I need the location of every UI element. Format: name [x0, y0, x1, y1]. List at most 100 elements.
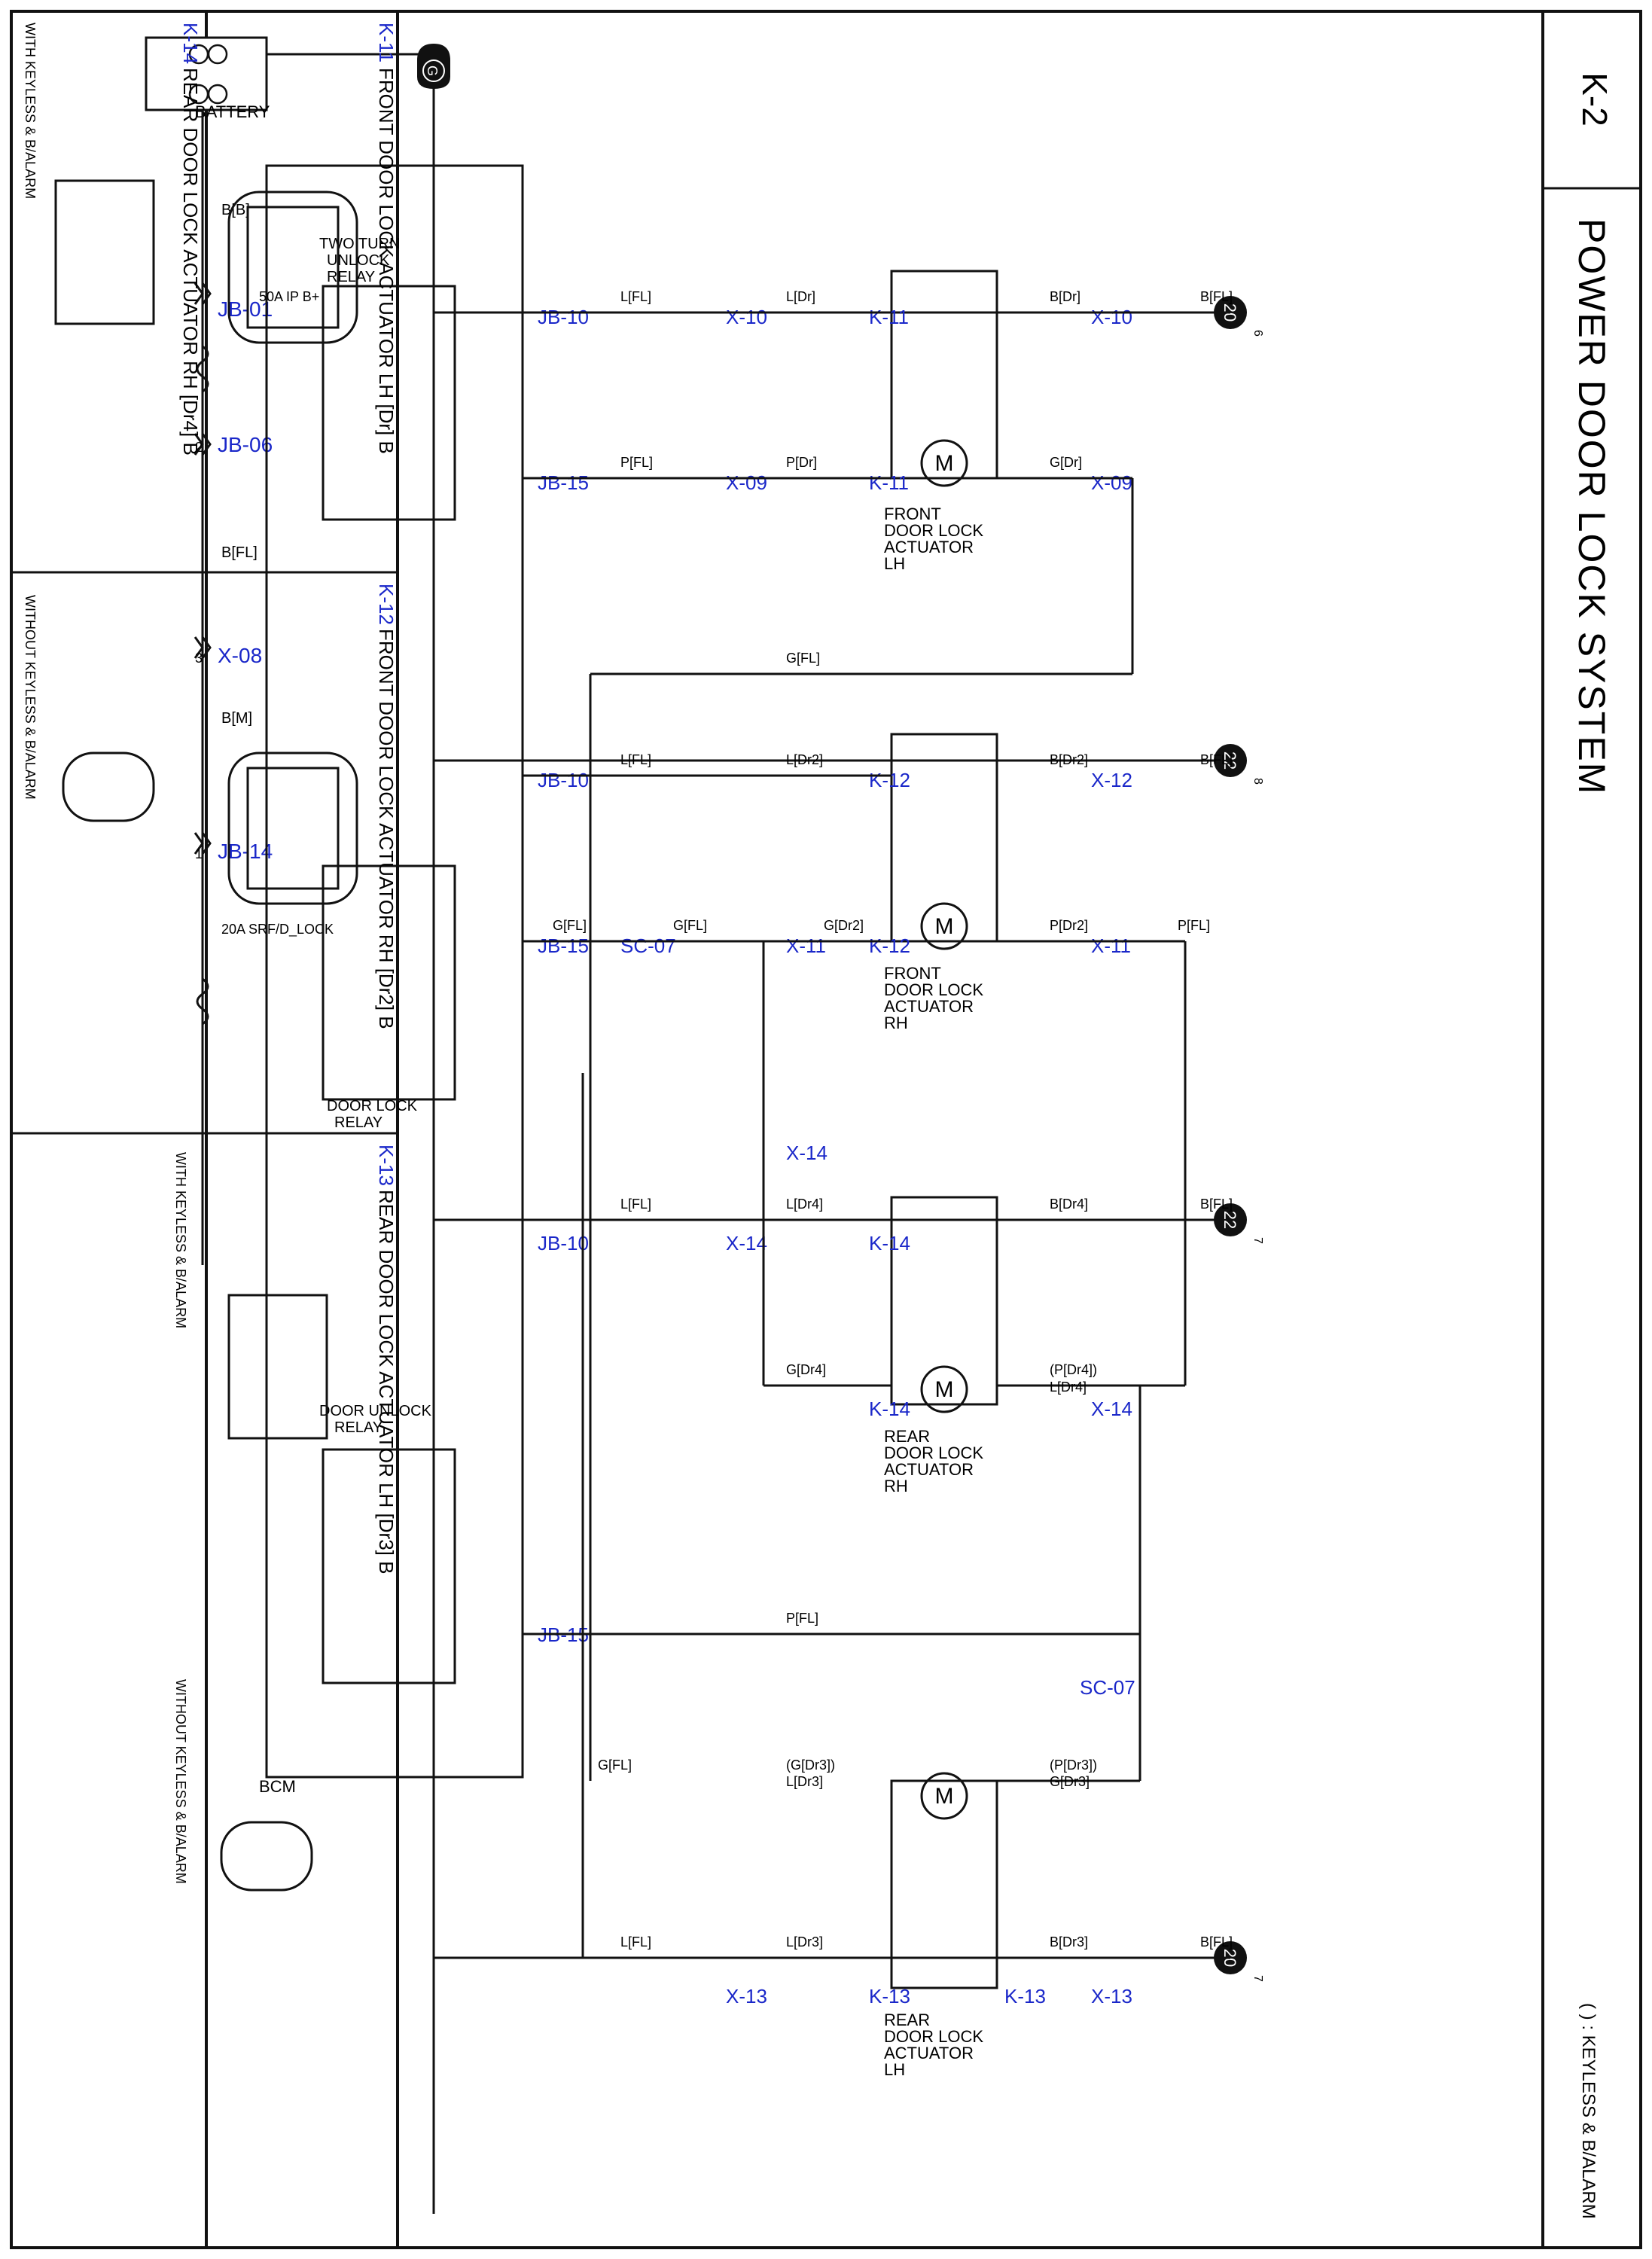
svg-text:L[Dr3]: L[Dr3] — [786, 1774, 823, 1789]
svg-text:JB-10: JB-10 — [538, 306, 589, 328]
svg-text:BCM: BCM — [259, 1777, 296, 1796]
svg-text:RELAY: RELAY — [334, 1114, 383, 1131]
svg-text:REAR DOOR LOCK ACTUATOR RH [Dr: REAR DOOR LOCK ACTUATOR RH [Dr4] B — [179, 68, 202, 456]
svg-text:B[Dr3]: B[Dr3] — [1050, 1934, 1088, 1950]
legend-note: ( ) : KEYLESS & B/ALARM — [1578, 2003, 1599, 2219]
page-code: K-2 — [1575, 72, 1614, 127]
svg-text:8: 8 — [1251, 778, 1264, 785]
svg-text:K-14: K-14 — [179, 23, 202, 64]
svg-text:1: 1 — [195, 846, 203, 861]
svg-text:B[Dr]: B[Dr] — [1050, 289, 1081, 304]
svg-text:G[FL]: G[FL] — [598, 1758, 632, 1773]
svg-text:X-08: X-08 — [218, 644, 262, 667]
connector-panel-k12: K-12 FRONT DOOR LOCK ACTUATOR RH [Dr2] B — [227, 584, 398, 1029]
conn-jb01: JB-01 — [218, 297, 273, 321]
svg-text:P[Dr]: P[Dr] — [786, 455, 817, 470]
svg-text:22: 22 — [1221, 751, 1239, 770]
ground-node-3: 22 7 — [1214, 1203, 1264, 1244]
svg-text:X-10: X-10 — [726, 306, 767, 328]
svg-text:JB-15: JB-15 — [538, 934, 589, 957]
svg-text:WITHOUT KEYLESS & B/ALARM: WITHOUT KEYLESS & B/ALARM — [23, 595, 38, 800]
svg-text:REAR: REAR — [884, 1427, 930, 1446]
chassis-ground: G — [417, 44, 450, 89]
svg-text:G[Dr2]: G[Dr2] — [824, 918, 864, 933]
svg-text:TWO TURN: TWO TURN — [319, 236, 400, 252]
svg-text:G[FL]: G[FL] — [673, 918, 707, 933]
front-lh-actuator: M FRONT DOOR LOCK ACTUATOR LH — [884, 270, 998, 573]
svg-text:X-09: X-09 — [1091, 471, 1132, 494]
svg-text:G: G — [425, 66, 440, 76]
svg-text:L[Dr2]: L[Dr2] — [786, 752, 823, 767]
svg-text:K-14: K-14 — [869, 1232, 910, 1254]
svg-text:K-13: K-13 — [1004, 1985, 1046, 2007]
svg-text:X-11: X-11 — [786, 934, 826, 957]
svg-text:L[Dr4]: L[Dr4] — [786, 1197, 823, 1212]
svg-text:B[FL]: B[FL] — [221, 544, 258, 561]
svg-text:B[Dr2]: B[Dr2] — [1050, 752, 1088, 767]
svg-text:X-14: X-14 — [786, 1142, 828, 1164]
svg-text:FRONT: FRONT — [884, 505, 941, 523]
svg-text:G[Dr]: G[Dr] — [1050, 455, 1082, 470]
svg-text:DOOR LOCK: DOOR LOCK — [327, 1098, 418, 1114]
svg-text:JB-14: JB-14 — [218, 840, 273, 863]
svg-text:M: M — [935, 451, 954, 476]
svg-text:K-12: K-12 — [375, 584, 398, 625]
rear-lh-actuator: M REAR DOOR LOCK ACTUATOR LH — [884, 1772, 998, 2079]
battery: BATTERY — [145, 36, 270, 121]
svg-text:B[B]: B[B] — [221, 202, 250, 218]
svg-text:P[FL]: P[FL] — [620, 455, 653, 470]
svg-text:X-14: X-14 — [1091, 1398, 1132, 1420]
svg-text:B[FL]: B[FL] — [1200, 1934, 1233, 1950]
svg-text:(P[Dr4]): (P[Dr4]) — [1050, 1362, 1097, 1377]
svg-text:JB-10: JB-10 — [538, 769, 589, 791]
svg-text:M: M — [935, 914, 954, 939]
connector-panel-k11: K-11 FRONT DOOR LOCK ACTUATOR LH [Dr] B — [227, 23, 398, 454]
svg-text:B[FL]: B[FL] — [1200, 289, 1233, 304]
front-rh-actuator: M FRONT DOOR LOCK ACTUATOR RH — [884, 733, 998, 1032]
svg-text:FRONT: FRONT — [884, 964, 941, 983]
ground-lines — [434, 311, 1230, 1959]
svg-text:DOOR LOCK: DOOR LOCK — [884, 980, 983, 999]
svg-text:UNLOCK: UNLOCK — [327, 252, 390, 269]
svg-text:B[FL]: B[FL] — [1200, 752, 1233, 767]
svg-text:FRONT DOOR LOCK ACTUATOR LH [D: FRONT DOOR LOCK ACTUATOR LH [Dr] B — [375, 68, 398, 454]
svg-text:3: 3 — [195, 651, 203, 666]
svg-text:BATTERY: BATTERY — [195, 102, 270, 121]
svg-text:DOOR LOCK: DOOR LOCK — [884, 2027, 983, 2046]
svg-text:(P[Dr3]): (P[Dr3]) — [1050, 1758, 1097, 1773]
svg-text:LH: LH — [884, 554, 905, 573]
svg-text:RELAY: RELAY — [334, 1419, 383, 1436]
svg-text:G[Dr4]: G[Dr4] — [786, 1362, 826, 1377]
svg-text:7: 7 — [1251, 1975, 1264, 1982]
svg-text:B[Dr4]: B[Dr4] — [1050, 1197, 1088, 1212]
svg-text:X-10: X-10 — [1091, 306, 1132, 328]
svg-text:B[FL]: B[FL] — [1200, 1197, 1233, 1212]
svg-text:P[FL]: P[FL] — [1178, 918, 1210, 933]
svg-text:6: 6 — [1251, 330, 1264, 337]
svg-text:X-13: X-13 — [1091, 1985, 1132, 2007]
svg-text:P[FL]: P[FL] — [786, 1611, 818, 1626]
svg-text:X-12: X-12 — [1091, 769, 1132, 791]
svg-text:DOOR LOCK: DOOR LOCK — [884, 1444, 983, 1462]
svg-text:FRONT DOOR LOCK ACTUATOR RH [D: FRONT DOOR LOCK ACTUATOR RH [Dr2] B — [375, 629, 398, 1029]
svg-text:SC-07: SC-07 — [1080, 1676, 1135, 1699]
svg-text:X-14: X-14 — [726, 1232, 767, 1254]
svg-text:LH: LH — [884, 2060, 905, 2079]
page-title: POWER DOOR LOCK SYSTEM — [1571, 218, 1613, 795]
svg-text:ACTUATOR: ACTUATOR — [884, 1460, 974, 1479]
svg-text:L[FL]: L[FL] — [620, 1197, 651, 1212]
svg-text:ACTUATOR: ACTUATOR — [884, 997, 974, 1016]
svg-text:L[Dr4]: L[Dr4] — [1050, 1379, 1087, 1395]
door-lock-relay: DOOR LOCK RELAY — [322, 864, 456, 1131]
svg-text:X-09: X-09 — [726, 471, 767, 494]
svg-text:B[M]: B[M] — [221, 710, 252, 727]
svg-text:SC-07: SC-07 — [620, 934, 676, 957]
svg-text:G[FL]: G[FL] — [553, 918, 587, 933]
svg-text:G[FL]: G[FL] — [786, 651, 820, 666]
svg-text:DOOR LOCK: DOOR LOCK — [884, 521, 983, 540]
svg-text:L[FL]: L[FL] — [620, 289, 651, 304]
svg-text:K-13: K-13 — [869, 1985, 910, 2007]
svg-text:M: M — [935, 1377, 954, 1402]
connector-panel-k14: K-14 REAR DOOR LOCK ACTUATOR RH [Dr4] B … — [23, 23, 202, 822]
